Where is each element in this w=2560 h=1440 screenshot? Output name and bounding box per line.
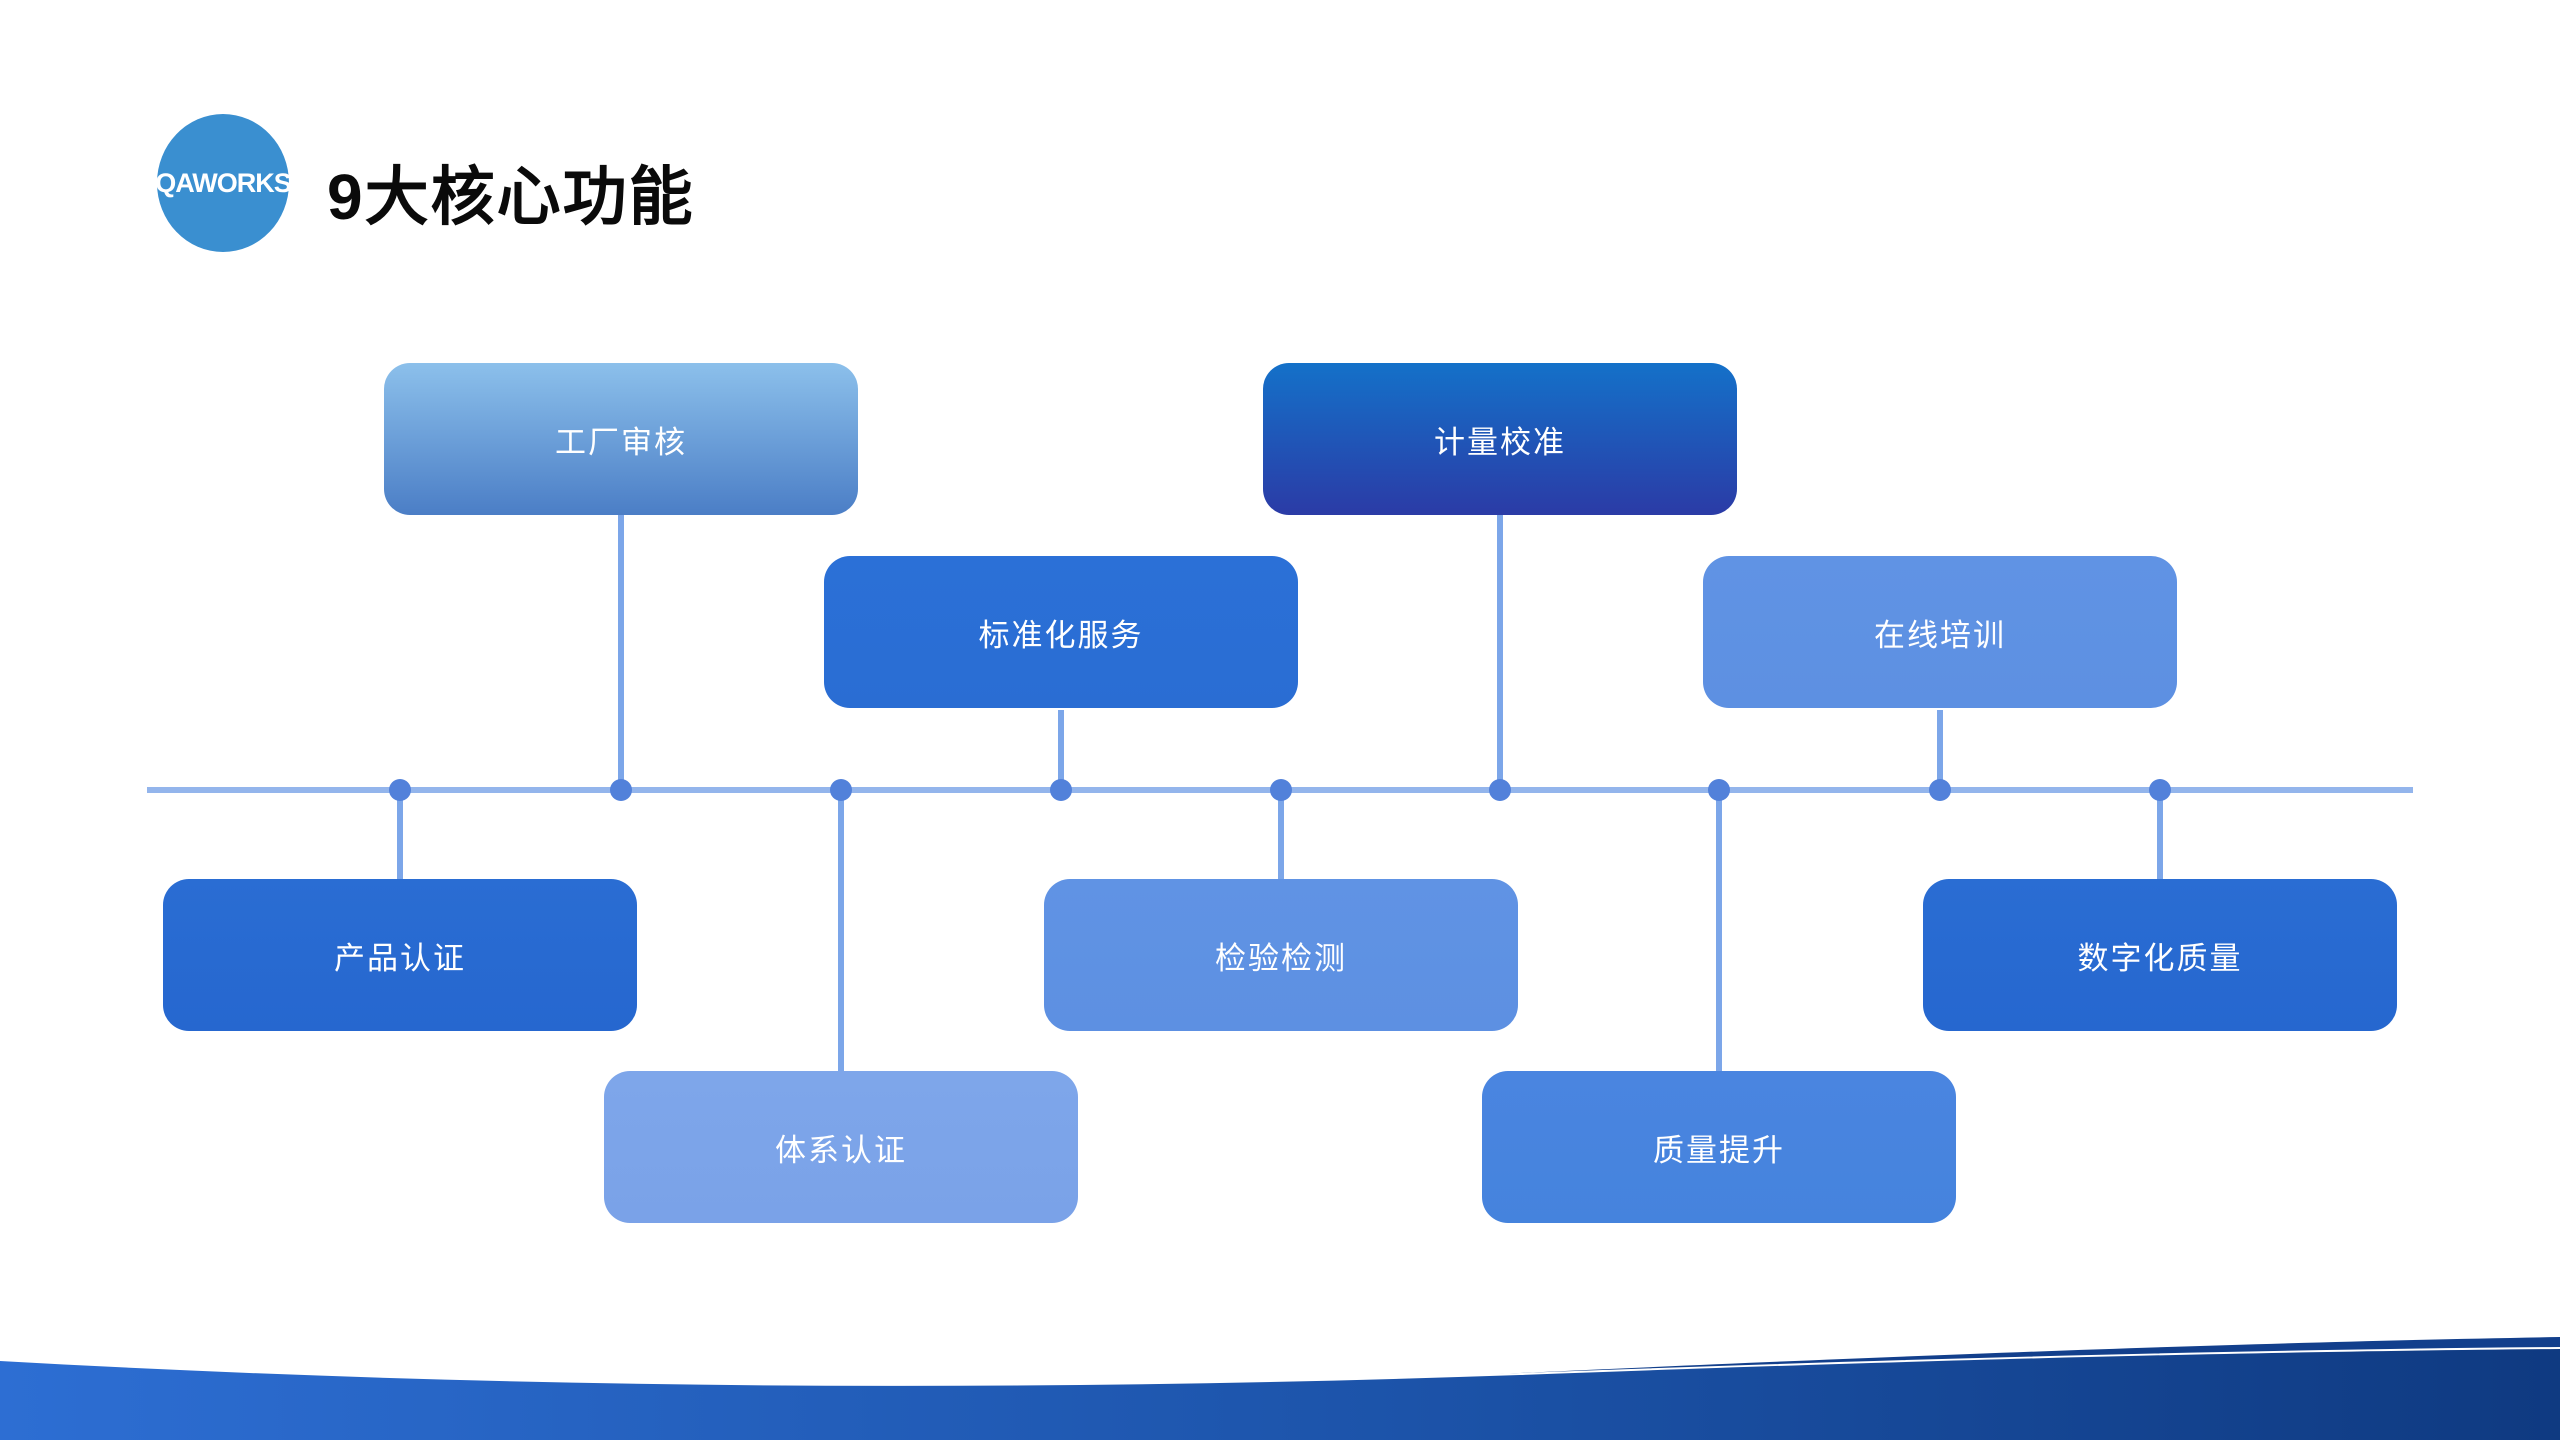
node-standardization-service: 标准化服务 [824,556,1298,708]
connector-dot [1050,779,1072,801]
connector-dot [2149,779,2171,801]
qaworks-logo: QAWORKS [155,114,292,252]
connector-dot [1270,779,1292,801]
node-label: 数字化质量 [2077,940,2243,976]
node-label: 工厂审核 [555,424,687,460]
connector-dot [1929,779,1951,801]
node-label: 体系认证 [775,1132,907,1168]
bottom-wave [0,1337,2560,1440]
node-factory-audit: 工厂审核 [384,363,858,515]
connector-dot [830,779,852,801]
connector-dot [610,779,632,801]
wave-front [0,1349,2560,1440]
node-label: 计量校准 [1434,424,1566,460]
node-metrology-calibration: 计量校准 [1263,363,1737,515]
node-quality-improvement: 质量提升 [1482,1071,1956,1223]
node-product-certification: 产品认证 [163,879,637,1031]
connector-dot [1489,779,1511,801]
node-digital-quality: 数字化质量 [1923,879,2397,1031]
qaworks-logo-text: QAWORKS [155,167,292,198]
page-title: 9大核心功能 [327,161,695,233]
node-system-certification: 体系认证 [604,1071,1078,1223]
node-label: 检验检测 [1215,940,1347,976]
node-inspection-testing: 检验检测 [1044,879,1518,1031]
node-label: 标准化服务 [978,617,1144,653]
node-label: 质量提升 [1653,1132,1785,1168]
node-label: 在线培训 [1874,617,2006,653]
connector-dot [389,779,411,801]
node-online-training: 在线培训 [1703,556,2177,708]
node-label: 产品认证 [334,940,466,976]
connector-dot [1708,779,1730,801]
